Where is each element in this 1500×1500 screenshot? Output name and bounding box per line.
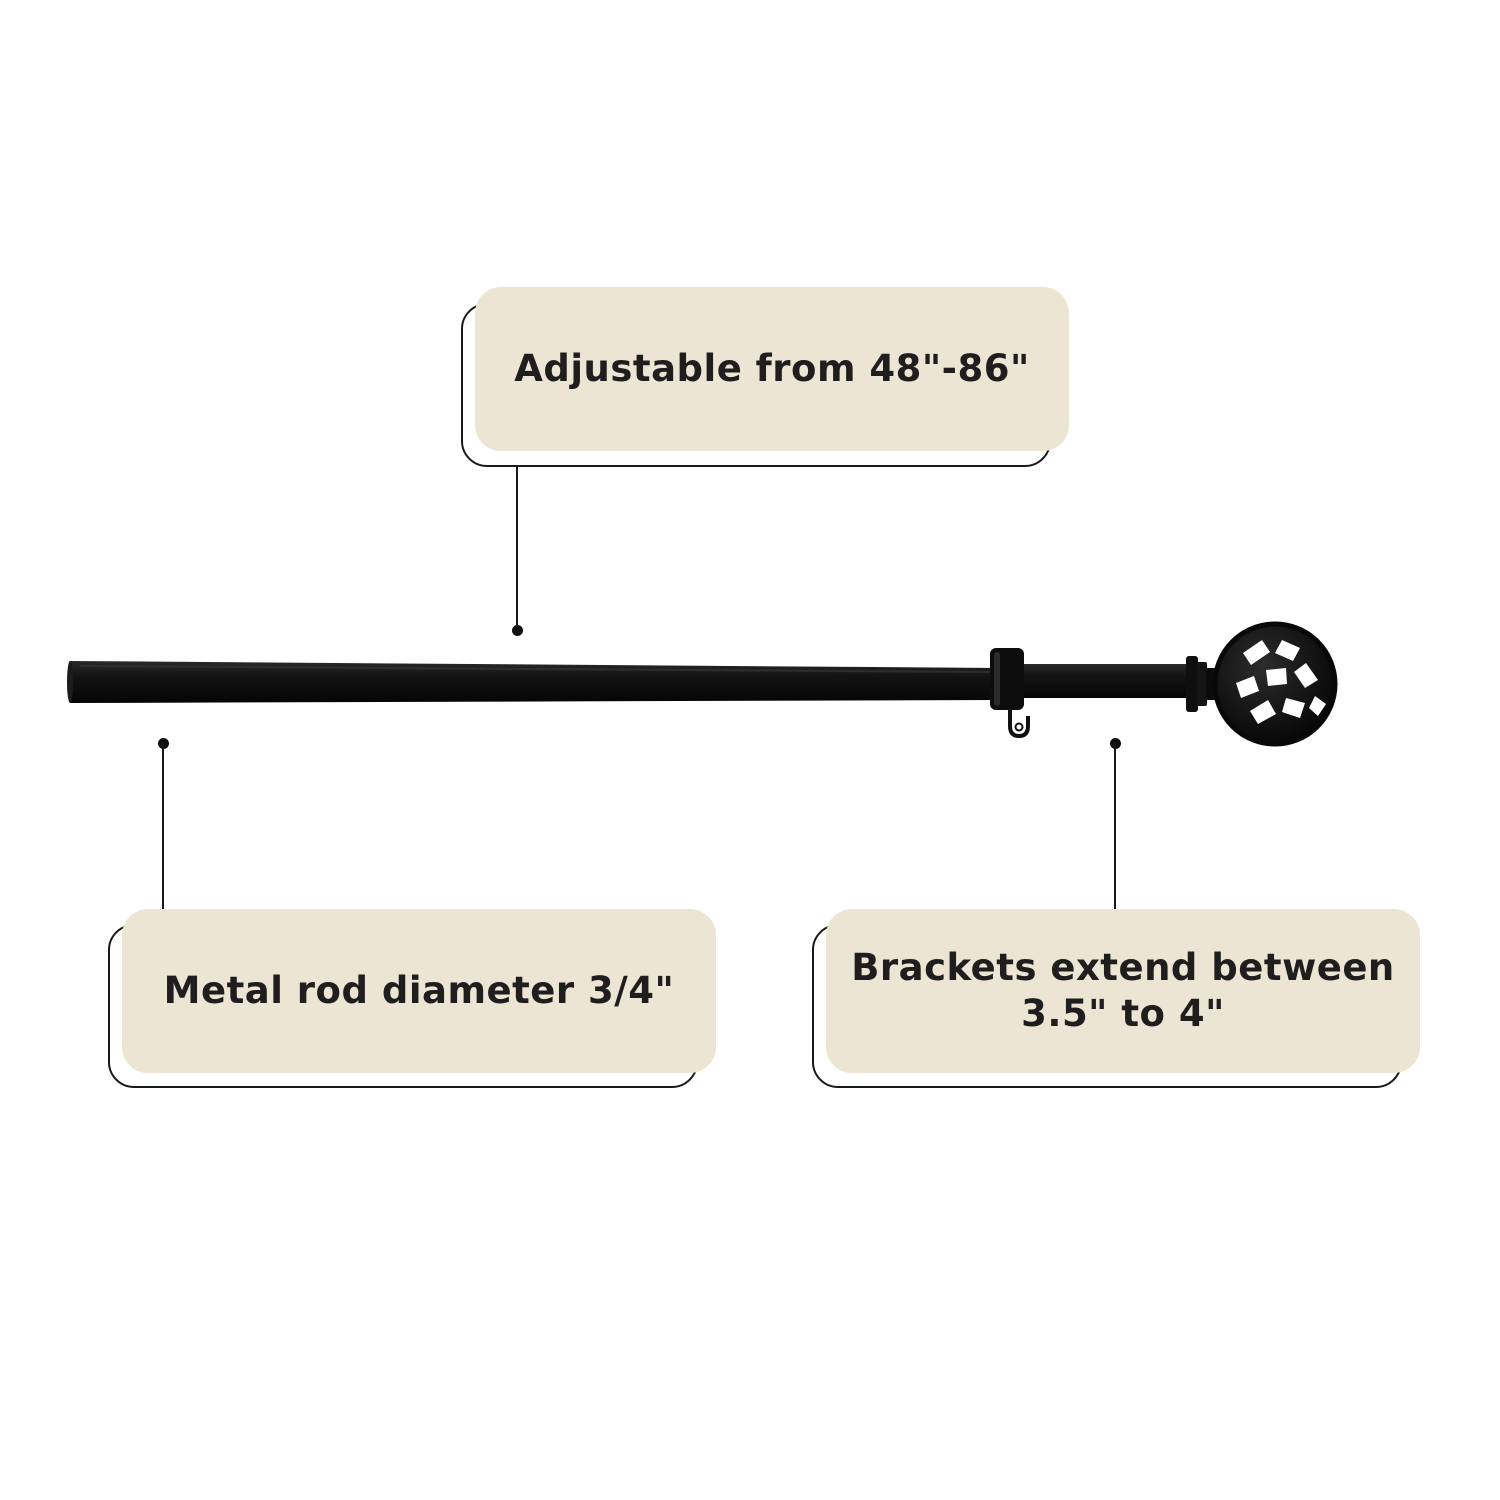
length-leader-line — [516, 467, 518, 630]
brackets-callout-line2: 3.5" to 4" — [1021, 992, 1225, 1035]
length-leader-dot — [512, 625, 523, 636]
rod-bracket-icon — [990, 648, 1030, 739]
diameter-leader-line — [162, 743, 164, 910]
brackets-leader-line — [1114, 743, 1116, 910]
cage-ball-finial-icon — [1212, 621, 1338, 747]
brackets-callout: Brackets extend between 3.5" to 4" — [826, 909, 1420, 1073]
length-callout: Adjustable from 48"-86" — [475, 287, 1069, 451]
brackets-callout-line1: Brackets extend between — [851, 946, 1395, 989]
rod-extension — [1020, 664, 1190, 698]
finial-collar — [1186, 656, 1220, 712]
diameter-callout: Metal rod diameter 3/4" — [122, 909, 716, 1073]
length-callout-text: Adjustable from 48"-86" — [514, 347, 1030, 390]
diameter-callout-text: Metal rod diameter 3/4" — [163, 969, 675, 1012]
rod-main — [67, 661, 1000, 703]
